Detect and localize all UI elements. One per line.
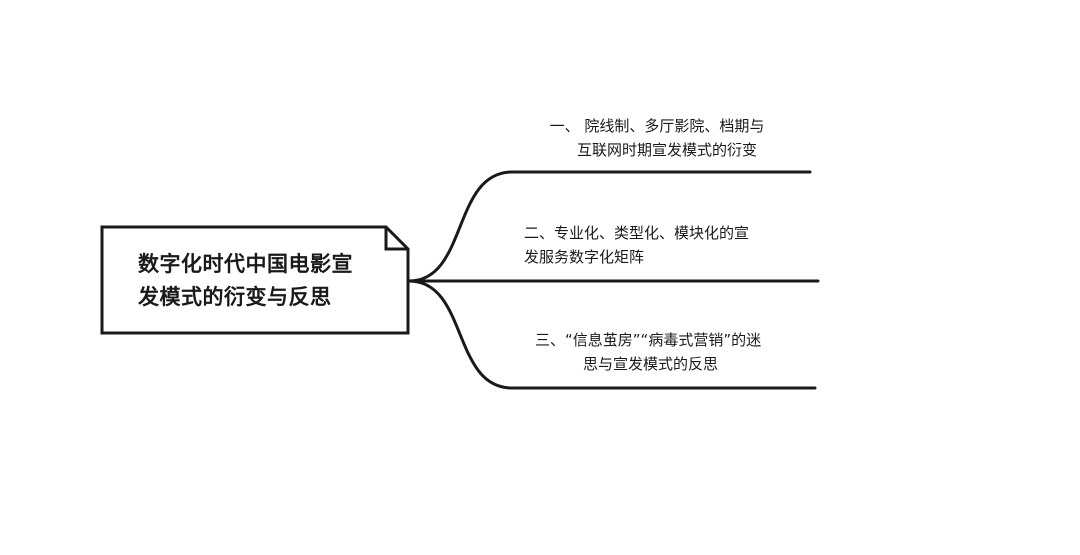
branch-3-line-1: 三、“信息茧房”“病毒式营销”的迷	[535, 331, 762, 349]
root-node-title: 数字化时代中国电影宣 发模式的衍变与反思	[104, 228, 406, 332]
root-node-fold	[384, 227, 408, 251]
branch-3-line-2: 思与宣发模式的反思	[583, 355, 719, 373]
connector-branch-1	[407, 170, 812, 283]
root-title-line-2: 发模式的衍变与反思	[138, 285, 332, 309]
branch-2-line-1: 二、专业化、类型化、模块化的宣	[524, 224, 750, 242]
branch-1-line-2: 互联网时期宣发模式的衍变	[576, 141, 757, 159]
root-title-line-1: 数字化时代中国电影宣	[138, 252, 353, 276]
connector-branch-3	[407, 279, 817, 390]
branch-label-1: 一、 院线制、多厅影院、档期与 互联网时期宣发模式的衍变	[532, 114, 782, 162]
branch-label-2: 二、专业化、类型化、模块化的宣 发服务数字化矩阵	[524, 221, 749, 269]
root-node-box	[100, 225, 410, 335]
branch-2-line-2: 发服务数字化矩阵	[524, 248, 645, 266]
branch-label-3: 三、“信息茧房”“病毒式营销”的迷 思与宣发模式的反思	[535, 328, 761, 376]
branch-1-line-1: 一、 院线制、多厅影院、档期与	[549, 117, 765, 135]
